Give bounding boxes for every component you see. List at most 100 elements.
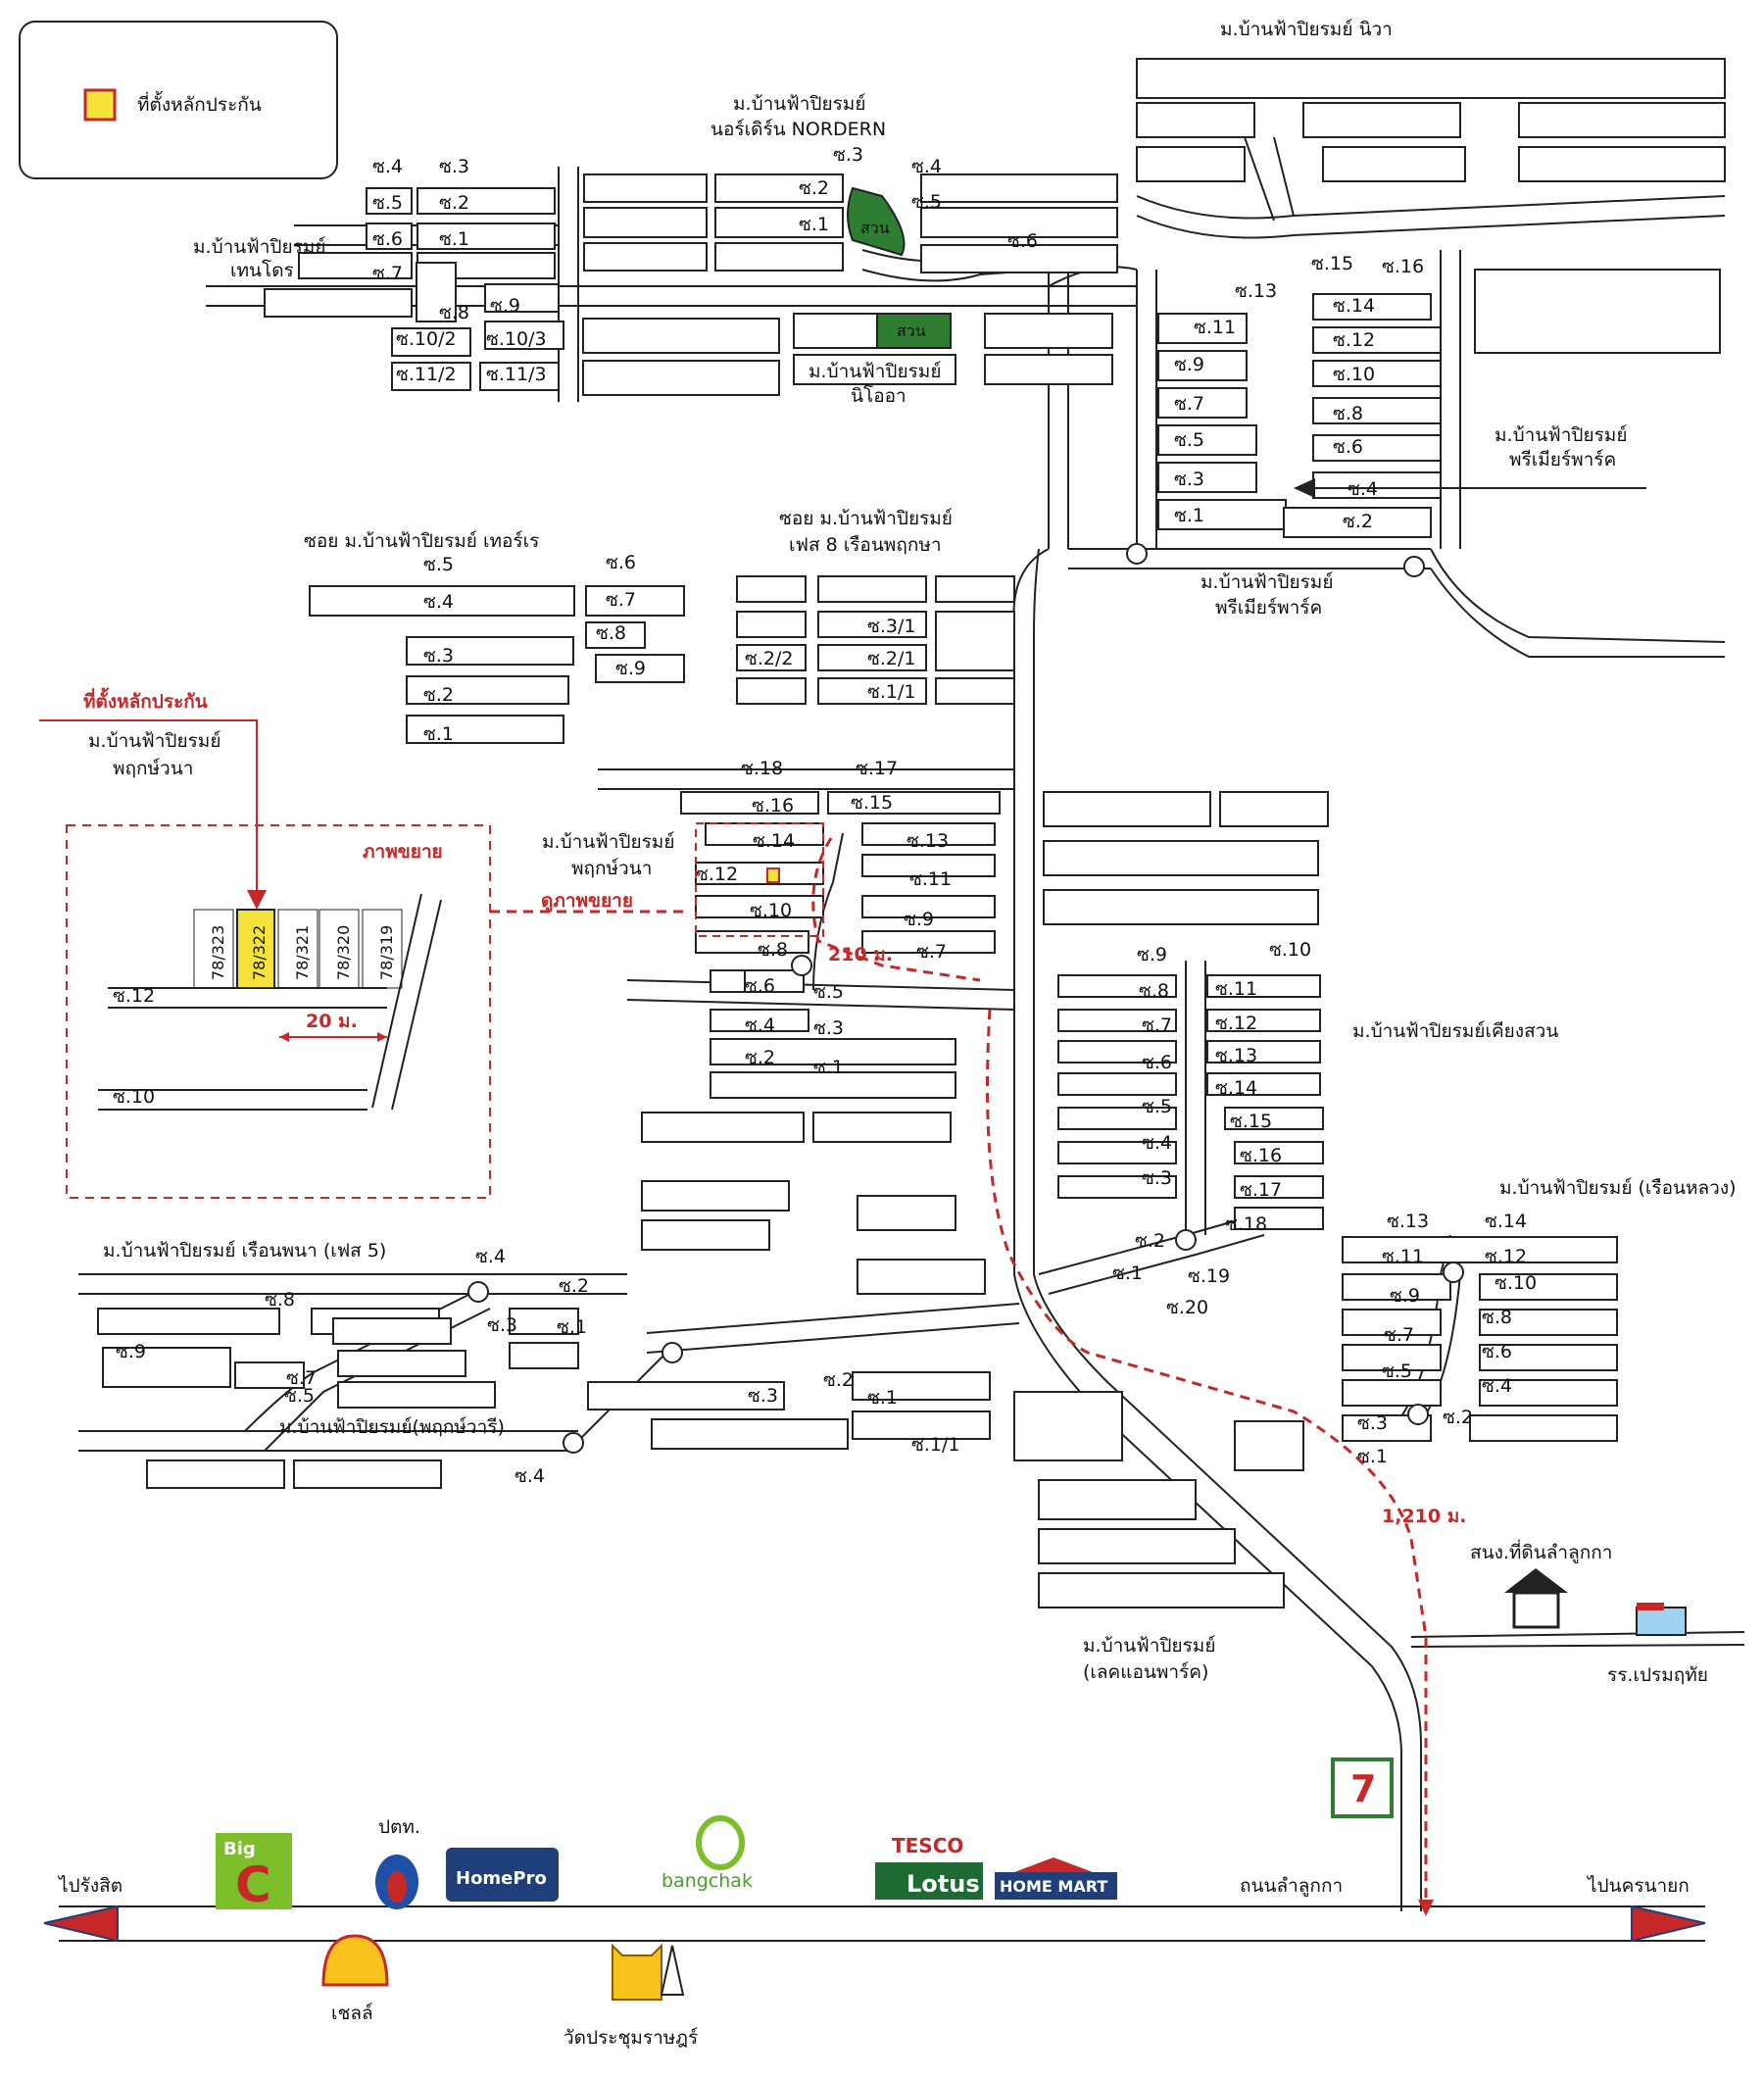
- soi-label: ซ.1: [439, 228, 469, 250]
- soi-label: ซ.7: [372, 263, 403, 284]
- soi-label: ซ.13: [906, 830, 949, 852]
- soi-label: ซ.8: [1482, 1307, 1512, 1328]
- soi-label: ซ.3: [1142, 1167, 1172, 1189]
- inset-lot-label: 78/321: [293, 925, 312, 980]
- seven-eleven-text: 7: [1350, 1767, 1376, 1810]
- soi-label: ซ.13: [1215, 1045, 1257, 1066]
- distance-long-label: 1,210 ม.: [1382, 1506, 1466, 1527]
- village-pruksawana-1: ม.บ้านฟ้าปิยรมย์: [542, 831, 674, 853]
- arrow-east-icon: [1631, 1905, 1706, 1943]
- village-pruksawaree: ม.บ้านฟ้าปิยรมย์(พฤกษ์วารี): [279, 1416, 505, 1438]
- soi-label: ซ.3: [1357, 1412, 1388, 1434]
- soi-label: ซ.8: [1333, 403, 1363, 424]
- soi-label: ซ.12: [696, 864, 738, 885]
- direction-east: ไปนครนายก: [1586, 1875, 1690, 1897]
- soi-label: ซ.6: [372, 228, 403, 250]
- village-lakepark-2: (เลคแอนพาร์ค): [1083, 1661, 1208, 1683]
- inset-panel: ภาพขยาย 78/323 78/322 78/321 78/320 78/3…: [66, 824, 491, 1199]
- inset-village-2: พฤกษ์วนา: [113, 758, 193, 779]
- inset-pointer-line: [39, 719, 258, 900]
- svg-text:TESCO: TESCO: [892, 1834, 963, 1857]
- soi-label: ซ.16: [752, 795, 794, 816]
- village-pruksawana-2: พฤกษ์วนา: [571, 858, 652, 879]
- soi-label: ซ.9: [1174, 354, 1204, 375]
- soi-label: ซ.8: [1139, 980, 1169, 1002]
- svg-text:Big: Big: [223, 1839, 256, 1859]
- soi-label: ซ.12: [1333, 329, 1375, 351]
- soi-label: ซ.17: [856, 758, 898, 779]
- soi-label: ซ.10: [1333, 364, 1375, 385]
- soi-label: ซ.2: [559, 1275, 589, 1297]
- soi-label: ซ.11/3: [486, 364, 547, 385]
- soi-label: ซ.9: [116, 1341, 146, 1362]
- main-road-name: ถนนลำลูกกา: [1240, 1875, 1343, 1897]
- village-lakepark-1: ม.บ้านฟ้าปิยรมย์: [1083, 1635, 1215, 1657]
- school-label: รร.เปรมฤทัย: [1607, 1664, 1708, 1686]
- soi-label: ซ.2: [439, 192, 469, 214]
- park-middle: [876, 313, 952, 349]
- village-soi-tenro: ซอย ม.บ้านฟ้าปิยรมย์ เทอร์เร: [304, 530, 539, 552]
- soi-label: ซ.3: [813, 1017, 844, 1039]
- svg-text:วัดประชุมราษฎร์: วัดประชุมราษฎร์: [564, 2027, 698, 2050]
- village-phase8-1: ซอย ม.บ้านฟ้าปิยรมย์: [779, 508, 953, 529]
- inset-pointer-arrow: [247, 890, 267, 910]
- soi-label: ซ.11: [1194, 317, 1236, 338]
- land-office-label: สนง.ที่ดินลำลูกกา: [1470, 1539, 1612, 1563]
- village-premier-b1: ม.บ้านฟ้าปิยรมย์: [1200, 571, 1333, 593]
- soi-label: ซ.5: [372, 192, 403, 214]
- soi-label: ซ.1/1: [867, 681, 916, 703]
- inset-outline-on-map: [695, 822, 824, 937]
- view-inset-label[interactable]: ดูภาพขยาย: [541, 890, 633, 913]
- soi-label: ซ.14: [1333, 295, 1375, 317]
- village-tencode-2: เทนโดร: [230, 259, 294, 281]
- inset-soi-10: ซ.10: [113, 1086, 155, 1108]
- village-labels: ม.บ้านฟ้าปิยรมย์ นิวา ม.บ้านฟ้าปิยรมย์ น…: [103, 19, 1737, 1683]
- soi-label: ซ.1: [867, 1387, 898, 1409]
- soi-label: ซ.5: [813, 981, 844, 1003]
- soi-label: ซ.9: [904, 909, 934, 930]
- soi-label: ซ.1: [423, 723, 454, 745]
- svg-text:เชลล์: เชลล์: [331, 2003, 373, 2024]
- soi-label: ซ.4: [1348, 478, 1378, 500]
- park-label-top: สวน: [860, 219, 890, 237]
- soi-label: ซ.18: [741, 758, 783, 779]
- village-kiangsuan: ม.บ้านฟ้าปิยรมย์เคียงสวน: [1352, 1020, 1558, 1042]
- inset-lot-label: 78/322: [250, 925, 269, 980]
- park-top: [847, 186, 906, 257]
- soi-label: ซ.4: [372, 156, 403, 177]
- soi-label: ซ.1: [1112, 1262, 1143, 1284]
- collateral-marker[interactable]: [766, 867, 780, 883]
- route-end-arrow: [1418, 1900, 1434, 1916]
- soi-label: ซ.4: [1142, 1132, 1172, 1154]
- svg-text:ปตท.: ปตท.: [378, 1816, 420, 1838]
- village-premier-b2: พรีเมียร์พาร์ค: [1215, 597, 1322, 618]
- soi-label: ซ.11: [1382, 1246, 1424, 1267]
- soi-label: ซ.1: [813, 1057, 844, 1078]
- soi-label: ซ.1: [799, 214, 829, 235]
- soi-label: ซ.6: [745, 975, 775, 997]
- legend-marker-swatch: [83, 88, 117, 122]
- soi-label: ซ.3/1: [867, 616, 916, 637]
- village-niwa: ม.บ้านฟ้าปิยรมย์ นิวา: [1220, 19, 1393, 40]
- inset-village-1: ม.บ้านฟ้าปิยรมย์: [88, 730, 220, 752]
- soi-label: ซ.11/2: [396, 364, 457, 385]
- park-label-middle: สวน: [897, 322, 926, 340]
- soi-label: ซ.3: [439, 156, 469, 177]
- soi-label: ซ.8: [758, 939, 788, 961]
- village-premier-2: พรีเมียร์พาร์ค: [1509, 449, 1616, 470]
- soi-label: ซ.9: [615, 658, 646, 679]
- legend-box: ที่ตั้งหลักประกัน: [19, 21, 338, 179]
- soi-label: ซ.14: [1215, 1077, 1257, 1099]
- soi-label: ซ.2: [1135, 1230, 1165, 1252]
- soi-label: ซ.11: [1215, 978, 1257, 1000]
- shell-logo: เชลล์: [321, 1934, 389, 2024]
- homemart-logo: HOME MART: [995, 1857, 1117, 1900]
- legend-marker-label: ที่ตั้งหลักประกัน: [137, 91, 262, 116]
- soi-label: ซ.1: [1174, 505, 1204, 526]
- village-phase8-2: เฟส 8 เรือนพฤกษา: [789, 534, 942, 556]
- soi-label: ซ.6: [1333, 436, 1363, 458]
- inset-lot-label: 78/319: [377, 925, 396, 980]
- direction-west: ไปรังสิต: [57, 1875, 122, 1897]
- soi-label: ซ.10: [1494, 1272, 1537, 1294]
